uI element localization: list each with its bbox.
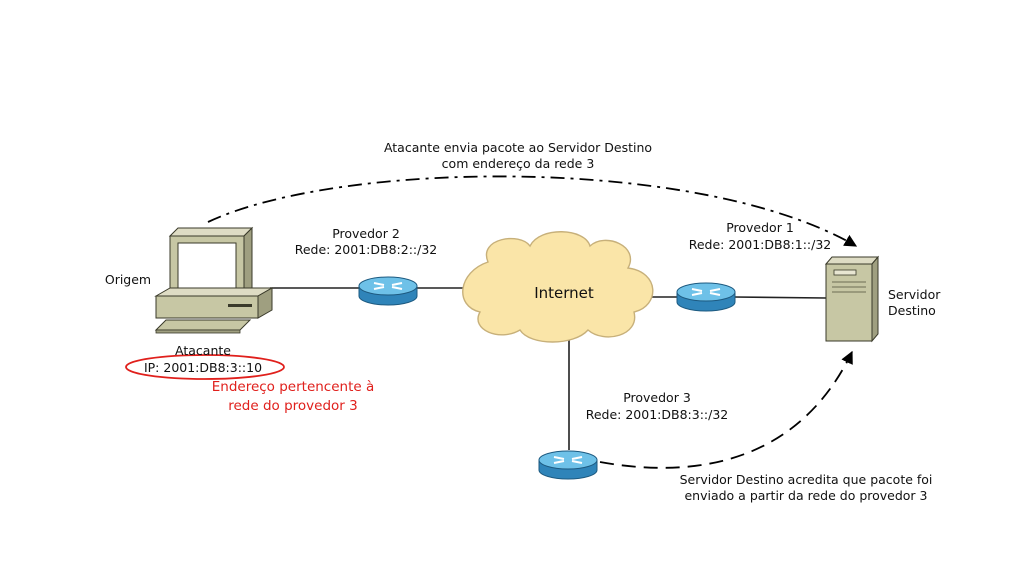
provider2-network: Rede: 2001:DB8:2::/32: [295, 242, 438, 257]
provider2-name: Provedor 2: [332, 226, 400, 241]
provider1-name: Provedor 1: [726, 220, 794, 235]
router-provider3-icon: [538, 450, 598, 480]
provider3-network: Rede: 2001:DB8:3::/32: [586, 407, 729, 422]
attack-caption-line1: Atacante envia pacote ao Servidor Destin…: [384, 140, 652, 155]
belief-caption-line1: Servidor Destino acredita que pacote foi: [680, 472, 933, 487]
link-provider1-server: [733, 296, 827, 299]
spoof-belief-arrow: [599, 350, 853, 469]
ip-note-line2: rede do provedor 3: [228, 398, 357, 414]
router-provider1-icon: [676, 282, 736, 312]
connections: [270, 287, 827, 450]
provider1-network: Rede: 2001:DB8:1::/32: [689, 237, 832, 252]
ip-highlight-ellipse: [125, 354, 285, 380]
attacker-ip: IP: 2001:DB8:3::10: [144, 360, 262, 375]
destination-label-line1: Servidor: [888, 287, 941, 302]
attack-path-arrow: [207, 175, 858, 247]
belief-caption-line2: enviado a partir da rede do provedor 3: [684, 488, 927, 503]
destination-label-line2: Destino: [888, 303, 936, 318]
ip-note-line1: Endereço pertencente à: [212, 379, 375, 395]
internet-label: Internet: [534, 284, 594, 302]
origin-label: Origem: [105, 272, 151, 287]
internet-cloud-icon: [462, 231, 654, 343]
attacker-name: Atacante: [175, 343, 231, 358]
router-provider2-icon: [358, 276, 418, 306]
provider3-name: Provedor 3: [623, 390, 691, 405]
server-icon: [824, 255, 880, 343]
attack-caption-line2: com endereço da rede 3: [442, 156, 595, 171]
computer-icon: [154, 226, 274, 334]
